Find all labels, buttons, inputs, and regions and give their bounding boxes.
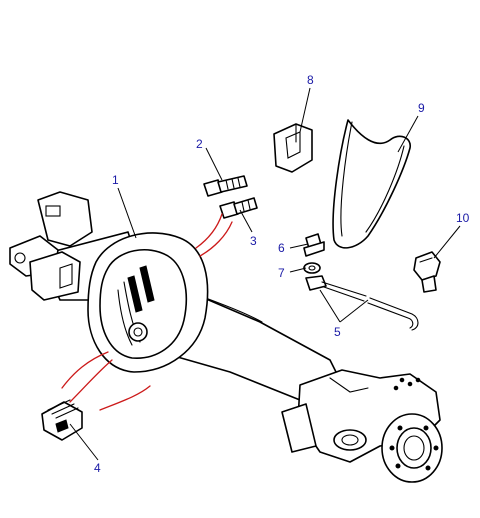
callout-10: 10: [456, 211, 470, 225]
clip-8: [273, 123, 313, 173]
axle-casing: [9, 191, 443, 483]
breather-pipe-5: [305, 275, 419, 331]
callout-3: 3: [250, 234, 257, 248]
callout-5: 5: [334, 325, 341, 339]
fitting-10: [413, 251, 441, 293]
leader-lines: [69, 87, 461, 461]
callout-9: 9: [418, 101, 425, 115]
washer-7: [303, 262, 321, 274]
plug-4: [41, 399, 83, 441]
callout-1: 1: [112, 173, 119, 187]
motion-lines: [61, 213, 233, 411]
callout-8: 8: [307, 73, 314, 87]
callout-4: 4: [94, 461, 101, 475]
callout-2: 2: [196, 137, 203, 151]
callout-6: 6: [278, 241, 285, 255]
callout-7: 7: [278, 266, 285, 280]
cable-tie-9: [332, 119, 411, 249]
breather-6: [303, 233, 325, 257]
bolt-3: [219, 197, 258, 219]
callout-labels: 1 2 3 4 5 6 7 8 9 10: [94, 73, 470, 475]
bolt-2: [203, 175, 248, 197]
